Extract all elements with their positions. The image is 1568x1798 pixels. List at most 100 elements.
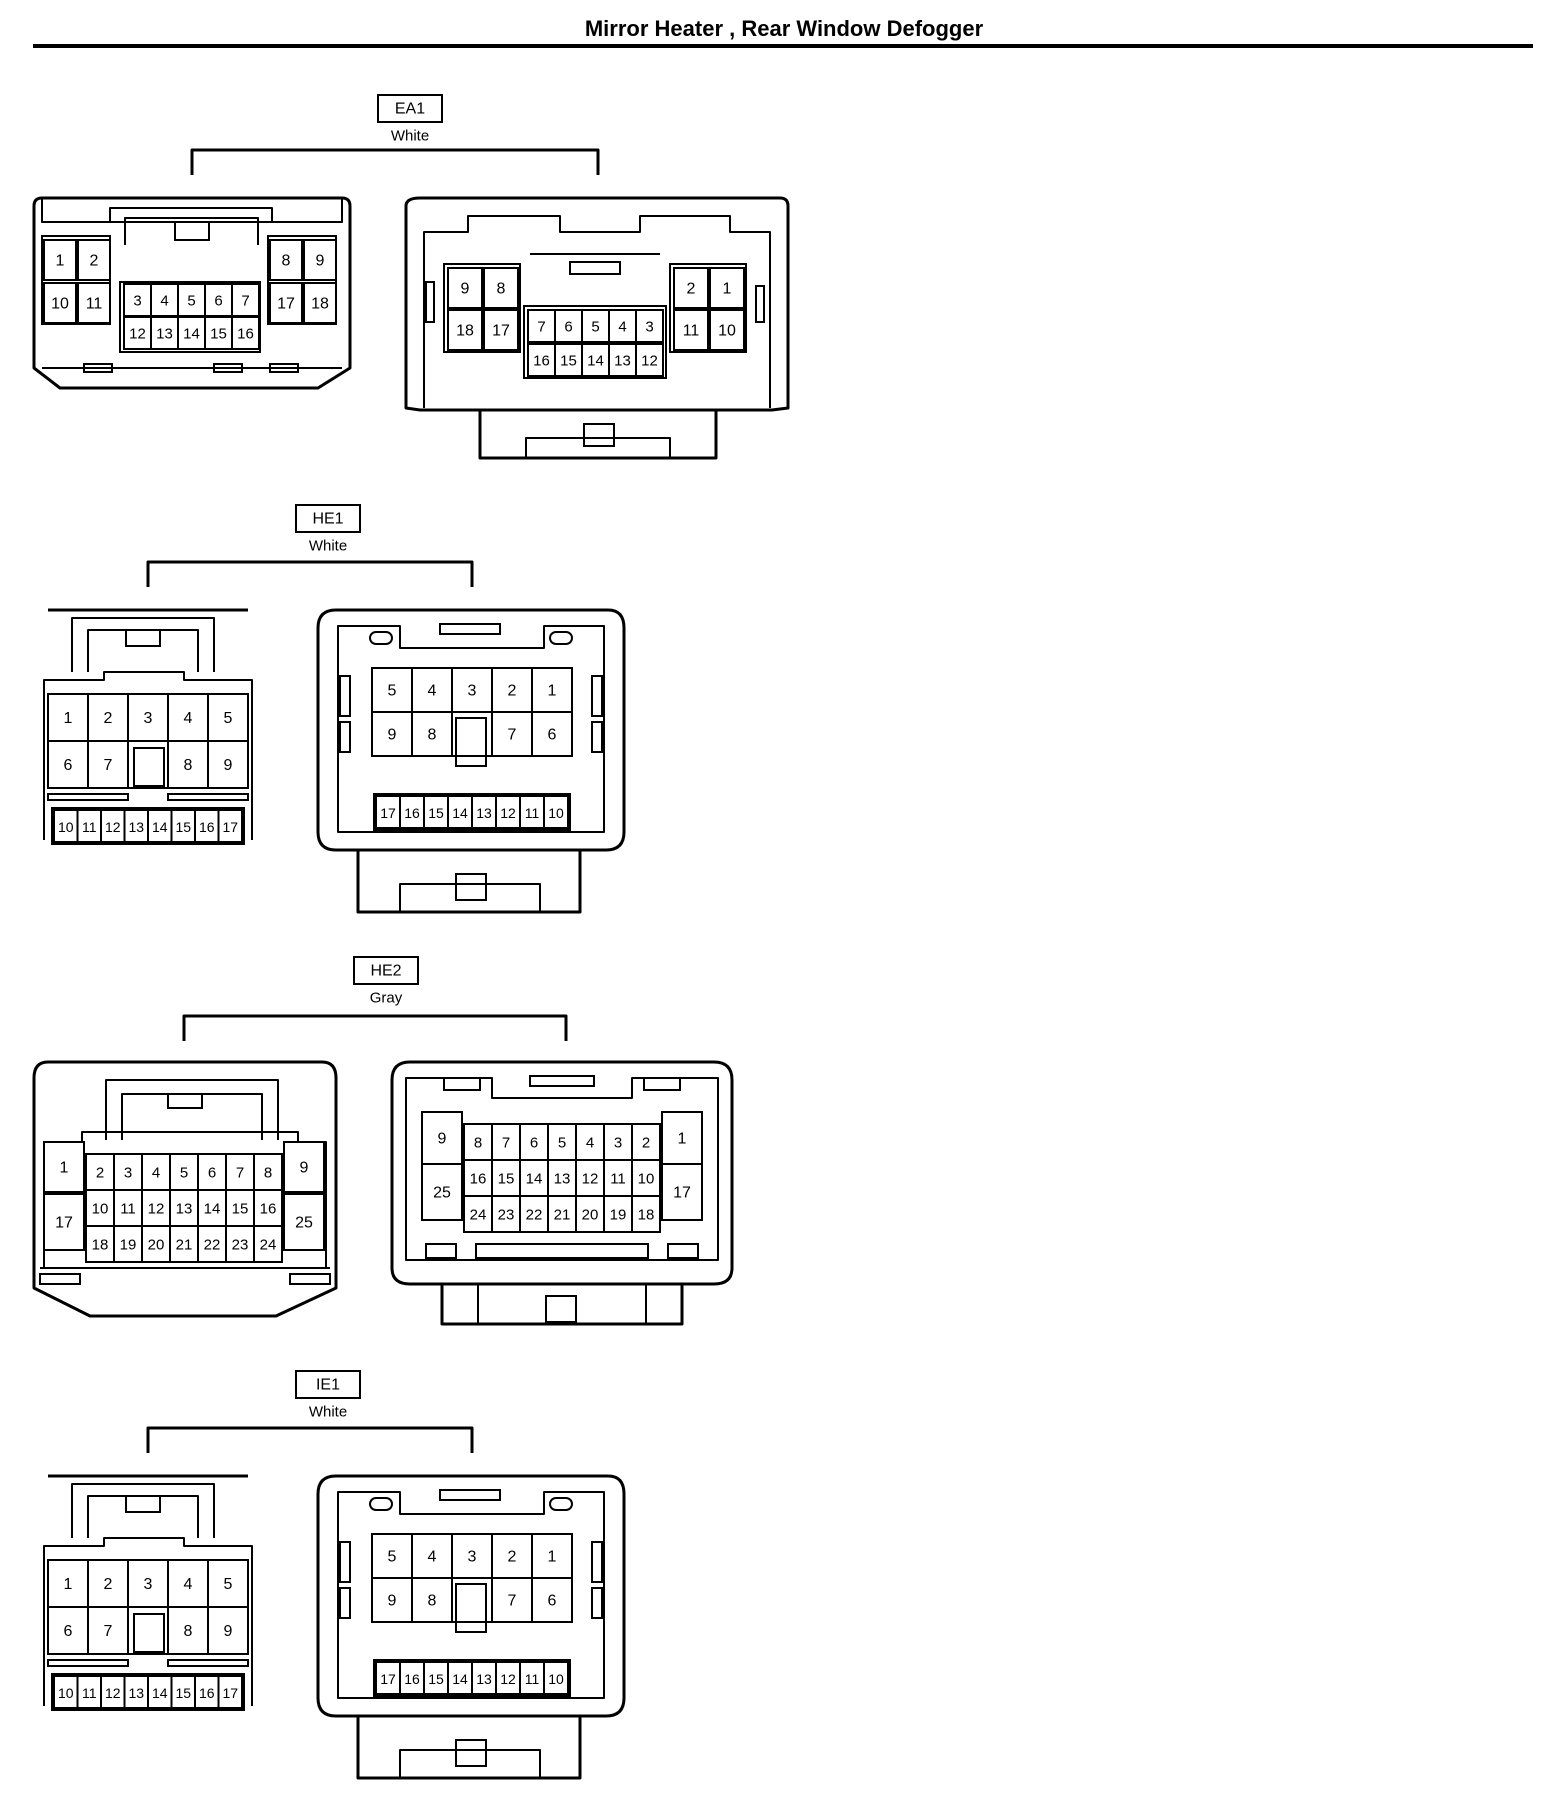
ea1-left-slot — [213, 363, 243, 373]
pin-label: 1 — [678, 1131, 687, 1148]
right-latch-tab — [455, 1739, 487, 1767]
pin-cell — [217, 809, 243, 843]
ea1-right-latch-base — [478, 410, 718, 460]
ea1-right-latch-tab — [583, 423, 615, 447]
pin-cell — [531, 1577, 573, 1623]
pin-label: 16 — [260, 1201, 277, 1218]
pin-label: 12 — [148, 1201, 165, 1218]
left-divider — [47, 793, 129, 801]
right-keyway — [455, 1583, 487, 1633]
pin-cell — [631, 1195, 661, 1233]
pin-label: 4 — [428, 1549, 437, 1566]
pin-cell — [43, 1141, 85, 1193]
pin-label: 12 — [500, 1671, 516, 1687]
pin-label: 14 — [587, 353, 604, 370]
pin-label: 12 — [582, 1171, 599, 1188]
pin-label: 7 — [502, 1135, 510, 1152]
ea1-right-side-key — [755, 285, 765, 323]
pin-label: 8 — [497, 281, 506, 298]
pin-cell — [269, 239, 303, 281]
pin-label: 7 — [241, 293, 249, 310]
title-rule — [33, 44, 1533, 48]
pin-label: 7 — [104, 1623, 113, 1640]
pin-label: 6 — [548, 1593, 557, 1610]
pin-label: 11 — [82, 1685, 97, 1701]
pin-cell — [543, 1661, 569, 1695]
pin-label: 4 — [152, 1165, 160, 1182]
pin-label: 17 — [492, 323, 510, 340]
he2-right-slot — [643, 1077, 681, 1091]
right-side-key — [339, 721, 351, 753]
left-divider — [167, 793, 249, 801]
pin-label: 16 — [199, 819, 215, 835]
pin-label: 9 — [300, 1160, 309, 1177]
pin-label: 17 — [55, 1215, 73, 1232]
pin-label: 3 — [468, 1549, 477, 1566]
page-title: Mirror Heater , Rear Window Defogger — [584, 16, 984, 41]
right-lock-tab — [439, 1489, 501, 1501]
pin-label: 10 — [92, 1201, 109, 1218]
right-side-key — [591, 675, 603, 717]
pin-label: 15 — [560, 353, 577, 370]
left-row3-block — [51, 1673, 245, 1711]
pin-label: 4 — [184, 710, 193, 727]
pin-label: 21 — [554, 1207, 571, 1224]
pin-cell — [43, 282, 77, 324]
connector-color: White — [391, 128, 429, 145]
pin-label: 11 — [525, 1671, 540, 1687]
he2-left-housing — [32, 1060, 338, 1318]
right-oval — [549, 1497, 573, 1511]
pin-label: 15 — [210, 326, 227, 343]
pin-label: 5 — [388, 683, 397, 700]
right-keyway — [455, 717, 487, 767]
ea1-right-cavity-block — [669, 263, 747, 353]
ea1-left-slot — [83, 363, 113, 373]
pin-label: 5 — [388, 1549, 397, 1566]
pin-label: 1 — [64, 1576, 73, 1593]
right-inner-outline — [337, 1491, 605, 1699]
pin-cell — [447, 267, 483, 309]
pin-label: 5 — [224, 1576, 233, 1593]
ea1-right-latch — [525, 437, 671, 458]
pin-label: 6 — [214, 293, 222, 310]
pin-label: 10 — [51, 296, 69, 313]
pin-label: 24 — [260, 1237, 277, 1254]
pin-label: 18 — [311, 296, 329, 313]
pin-label: 2 — [642, 1135, 650, 1152]
pin-label: 12 — [105, 819, 121, 835]
right-side-key — [591, 721, 603, 753]
ea1-left-housing — [32, 196, 352, 390]
pin-cell — [411, 1577, 453, 1623]
pin-label: 15 — [428, 805, 444, 821]
pin-cell — [207, 740, 249, 789]
left-inner-outline — [43, 671, 253, 840]
right-housing-HE1 — [316, 608, 626, 852]
pin-cell — [411, 711, 453, 757]
pin-label: 13 — [476, 1671, 492, 1687]
pin-label: 1 — [723, 281, 732, 298]
ea1-right-cavity-block — [523, 305, 667, 379]
pin-label: 18 — [92, 1237, 109, 1254]
pin-cell — [269, 282, 303, 324]
pin-label: 5 — [187, 293, 195, 310]
pin-label: 9 — [461, 281, 470, 298]
pin-cell — [661, 1163, 703, 1221]
pin-label: 20 — [582, 1207, 599, 1224]
pin-label: 5 — [591, 319, 599, 336]
pin-label: 7 — [236, 1165, 244, 1182]
connector-bracket — [182, 1014, 568, 1041]
pin-label: 8 — [184, 1623, 193, 1640]
right-row3-block — [373, 1659, 571, 1697]
pin-label: 15 — [232, 1201, 249, 1218]
right-inner-outline — [337, 625, 605, 833]
pin-label: 1 — [548, 1549, 557, 1566]
pin-label: 9 — [316, 253, 325, 270]
pin-cell — [447, 309, 483, 351]
he2-right-inner-outline — [405, 1077, 719, 1261]
connector-label-box — [295, 504, 361, 533]
ea1-right-housing — [404, 196, 790, 412]
left-lock-arm — [71, 1483, 215, 1538]
ea1-left-lock-tab — [174, 221, 210, 241]
he2-left-slot — [39, 1273, 81, 1285]
pin-label: 14 — [152, 819, 168, 835]
